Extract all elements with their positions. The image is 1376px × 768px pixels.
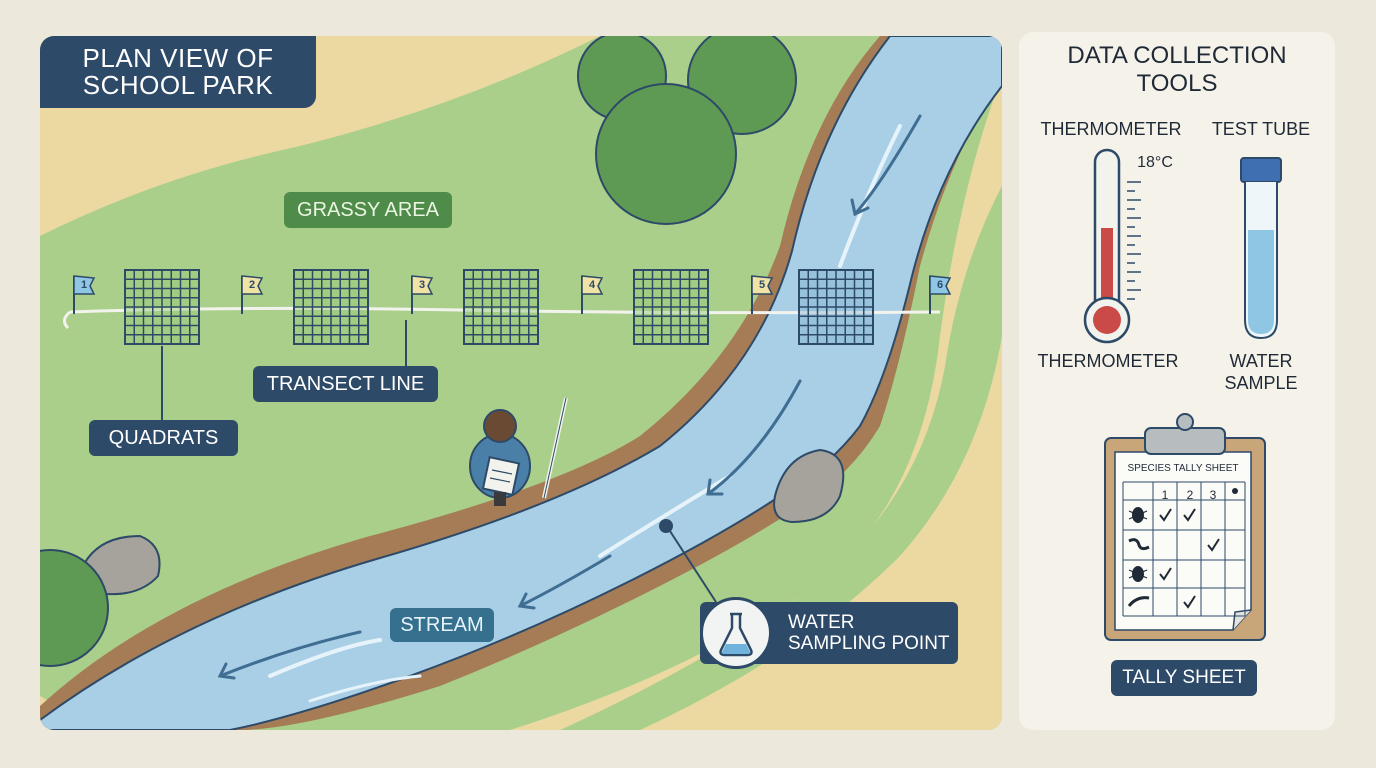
thermometer-header: THERMOMETER: [1040, 119, 1182, 139]
flag-number-3: 3: [418, 279, 426, 291]
tools-title-line1: DATA COLLECTION: [1067, 42, 1287, 69]
tally-column-3: 3: [1209, 488, 1217, 502]
bug-icon: [1128, 566, 1148, 582]
quadrat-5: [798, 269, 874, 345]
water-ripple: [268, 638, 382, 678]
flag-number-4: 4: [588, 279, 596, 291]
flow-arrow-icon: [217, 114, 922, 680]
flag-marker-2: [241, 275, 264, 314]
tally-sheet-label: TALLY SHEET: [1111, 660, 1257, 696]
tally-grid: [1122, 481, 1246, 617]
flag-marker-1: [73, 275, 96, 314]
grassy-area-label: GRASSY AREA: [284, 192, 452, 228]
stream-water: [40, 36, 1002, 730]
beetle-icon: [1128, 507, 1148, 523]
flag-marker-5: [751, 275, 774, 314]
tools-title: DATA COLLECTION TOOLS: [1019, 42, 1335, 98]
water-ripple: [598, 474, 732, 558]
transect-rope: [69, 306, 941, 315]
thermometer-caption: THERMOMETER: [1037, 351, 1179, 371]
quadrat-2: [293, 269, 369, 345]
water-sample-caption: WATER SAMPLE: [1201, 350, 1321, 394]
flag-marker-3: [411, 275, 434, 314]
tools-illustration: [1083, 148, 1282, 641]
map-title-badge: PLAN VIEW OF SCHOOL PARK: [40, 36, 316, 108]
flag-number-2: 2: [248, 279, 256, 291]
quadrat-4: [633, 269, 709, 345]
bug-header-icon: [1232, 488, 1238, 494]
thermometer-icon: [1083, 148, 1141, 344]
flag-number-6: 6: [936, 279, 944, 291]
water-ripple: [308, 674, 422, 703]
student-figure-icon: [469, 397, 568, 506]
flask-icon: [700, 597, 772, 669]
sampling-leader: [667, 527, 717, 603]
quadrat-3: [463, 269, 539, 345]
tools-title-line2: TOOLS: [1136, 70, 1218, 97]
flag-marker-6: [929, 275, 952, 314]
transect-line-label: TRANSECT LINE: [253, 366, 438, 402]
data-collection-tools-panel: DATA COLLECTION TOOLS THERMOMETER TEST T…: [1019, 32, 1335, 730]
water-sample-line2: SAMPLE: [1224, 373, 1298, 393]
worm-icon: [1128, 538, 1150, 551]
test-tube-header: TEST TUBE: [1211, 119, 1311, 139]
rock: [773, 448, 845, 524]
water-sample-line1: WATER: [1229, 351, 1293, 371]
map-title-line2: SCHOOL PARK: [82, 70, 274, 100]
flag-number-1: 1: [80, 279, 88, 291]
quadrat-grid: [124, 269, 874, 345]
map-title-line1: PLAN VIEW OF: [82, 43, 274, 73]
stream-label: STREAM: [390, 608, 494, 642]
tally-sheet-heading: SPECIES TALLY SHEET: [1127, 463, 1239, 474]
flag-marker-4: [581, 275, 604, 314]
temperature-reading: 18°C: [1137, 154, 1173, 171]
park-plan-map: PLAN VIEW OF SCHOOL PARK GRASSY AREA TRA…: [40, 36, 1002, 730]
test-tube-icon: [1240, 157, 1282, 340]
quadrats-label: QUADRATS: [89, 420, 238, 456]
water-sampling-point-label: WATER SAMPLING POINT: [700, 597, 958, 669]
map-illustration: [40, 36, 1002, 730]
water-ripple: [838, 124, 902, 268]
tally-check-icon: [1207, 538, 1220, 552]
tally-check-icon: [1183, 508, 1196, 522]
tally-check-icon: [1159, 508, 1172, 522]
sampling-point-marker: [659, 519, 673, 533]
tally-check-icon: [1183, 595, 1196, 609]
clipboard-icon: [1104, 413, 1266, 641]
tally-check-icon: [1159, 567, 1172, 581]
water-sampling-line2: SAMPLING POINT: [788, 633, 950, 654]
shrimp-icon: [1127, 596, 1150, 607]
tally-column-2: 2: [1186, 488, 1194, 502]
tree-icon: [40, 36, 797, 667]
water-sampling-line1: WATER: [788, 612, 855, 633]
quadrat-1: [124, 269, 200, 345]
tally-column-1: 1: [1161, 488, 1169, 502]
flag-number-5: 5: [758, 279, 766, 291]
